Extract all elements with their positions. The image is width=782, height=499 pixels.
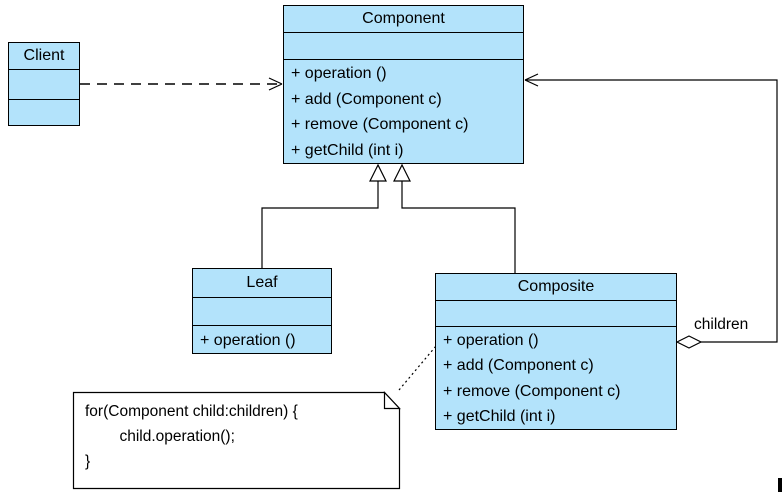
methods-compartment: + operation () [193,324,331,354]
clipped-edge-mark [778,478,782,492]
generalization-line-leaf [261,181,379,268]
method-getchild: + getChild (int i) [443,407,556,425]
attributes-compartment [436,300,676,326]
open-arrowhead-icon [268,77,283,91]
code-note-line: child.operation(); [85,428,235,445]
class-box-leaf: Leaf + operation () [192,268,332,354]
code-note-line: } [85,453,91,470]
note-anchor-line [398,345,437,391]
class-box-component: Component + operation () + add (Componen… [283,5,524,164]
hollow-triangle-icon [369,163,387,182]
aggregation-role-label: children [694,316,749,333]
class-name-client: Client [23,47,65,64]
method-getchild: + getChild (int i) [291,141,404,159]
class-box-client: Client [8,42,80,126]
class-name-component: Component [362,10,445,27]
hollow-diamond-icon [675,335,703,349]
method-remove: + remove (Component c) [291,116,469,133]
attributes-compartment [284,32,523,59]
attributes-compartment [193,296,331,325]
attributes-compartment [9,69,79,99]
generalization-line-composite [401,181,516,273]
methods-compartment [9,99,79,125]
hollow-triangle-icon [393,163,411,182]
method-remove: + remove (Component c) [443,382,621,400]
method-operation: + operation () [200,331,296,349]
class-name-leaf: Leaf [246,273,278,291]
class-box-composite: Composite + operation () + add (Componen… [435,273,677,430]
method-add: + add (Component c) [443,357,594,375]
method-add: + add (Component c) [291,90,442,108]
methods-compartment: + operation () + add (Component c) + rem… [284,59,523,163]
methods-compartment: + operation () + add (Component c) + rem… [436,326,676,429]
open-arrowhead-icon [524,73,539,87]
note-fold-icon [383,390,401,410]
code-note: for(Component child:children) { child.op… [85,399,298,474]
method-operation: + operation () [291,65,387,82]
code-note-line: for(Component child:children) { [85,403,298,420]
method-operation: + operation () [443,332,539,350]
class-name-composite: Composite [517,278,595,296]
